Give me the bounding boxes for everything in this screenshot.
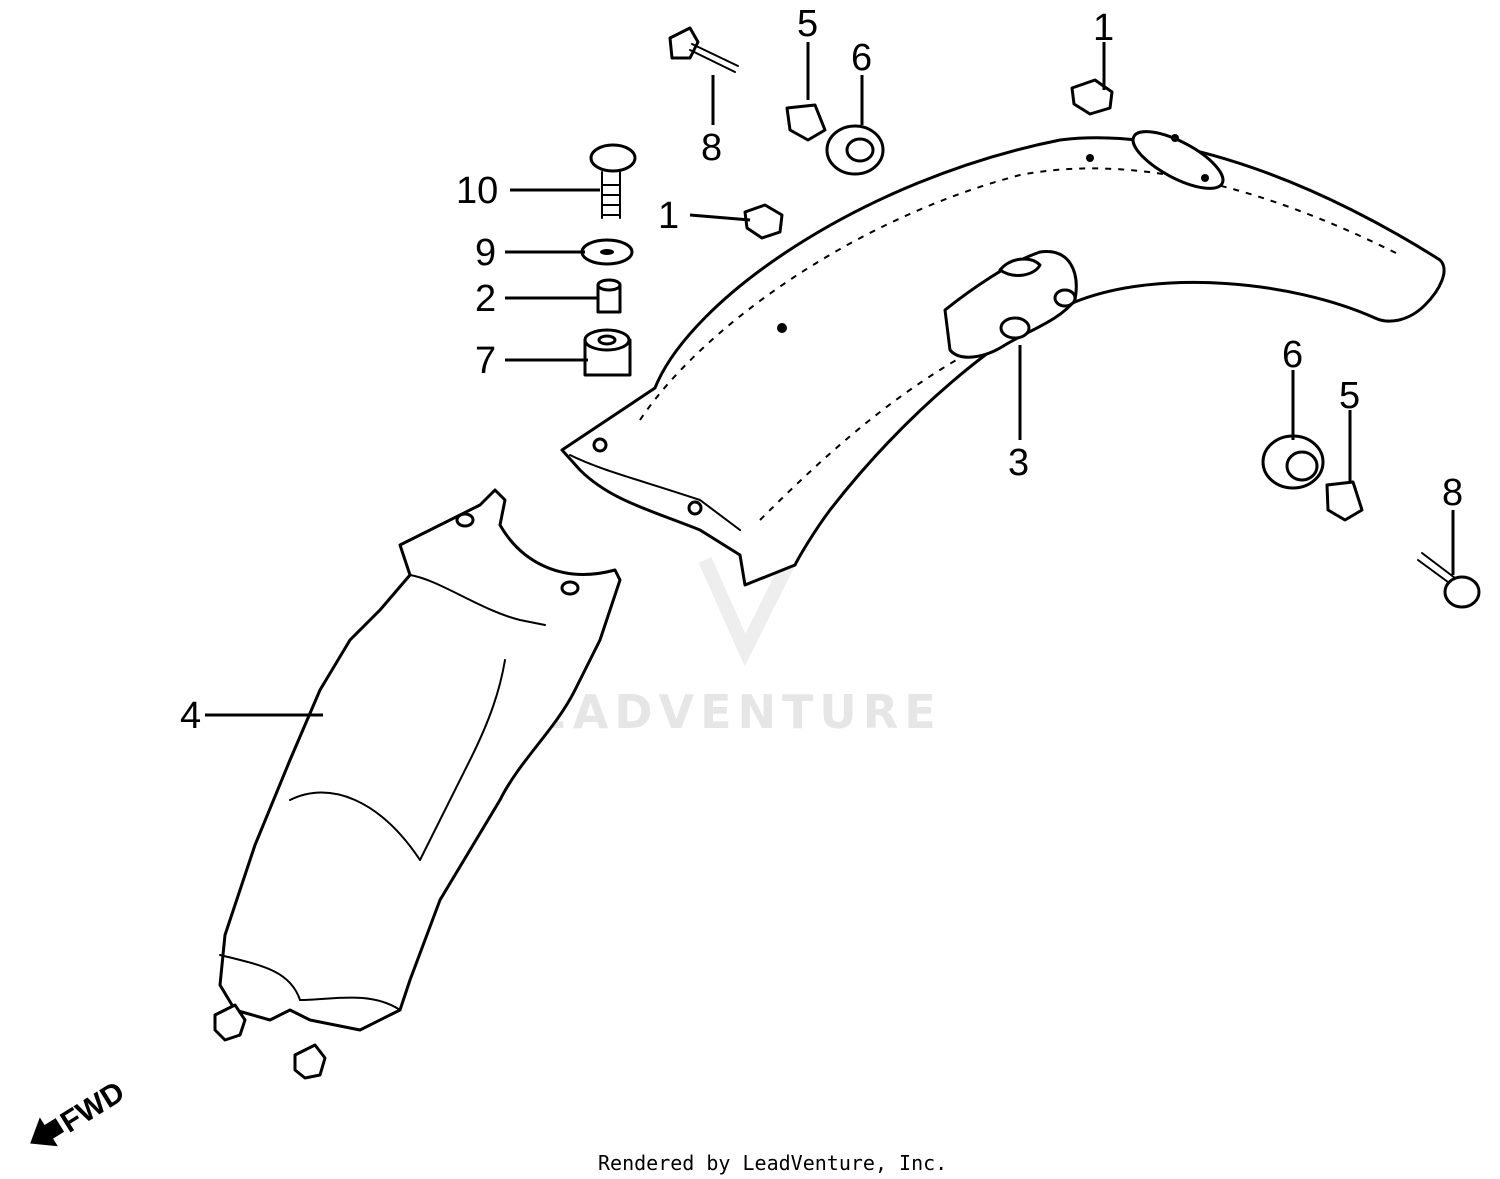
leader-lines	[205, 42, 1455, 717]
callout-7: 7	[475, 340, 496, 382]
callout-8-right: 8	[1442, 472, 1463, 514]
fwd-label: FWD	[55, 1075, 130, 1139]
callout-6-top: 6	[851, 37, 872, 79]
hardware	[580, 26, 1481, 609]
callout-6-right: 6	[1282, 334, 1303, 376]
rear-fender	[560, 130, 1446, 587]
forward-direction-indicator: FWD	[30, 1075, 130, 1147]
footer-credit: Rendered by LeadVenture, Inc.	[598, 1151, 947, 1175]
callout-3: 3	[1008, 442, 1029, 484]
callout-8-top: 8	[701, 127, 722, 169]
callout-1-mid: 1	[658, 195, 679, 237]
inner-fender	[213, 488, 622, 1080]
callout-4: 4	[180, 695, 201, 737]
callout-labels: 1 5 6 8 10 1 9 2 7 3 6 5 8 4	[180, 3, 1463, 737]
callout-1-top: 1	[1093, 7, 1114, 49]
callout-2: 2	[475, 278, 496, 320]
callout-9: 9	[475, 232, 496, 274]
callout-5-top: 5	[797, 3, 818, 45]
callout-10: 10	[456, 170, 498, 212]
callout-5-right: 5	[1339, 375, 1360, 417]
forward-arrow-icon	[30, 1117, 65, 1147]
